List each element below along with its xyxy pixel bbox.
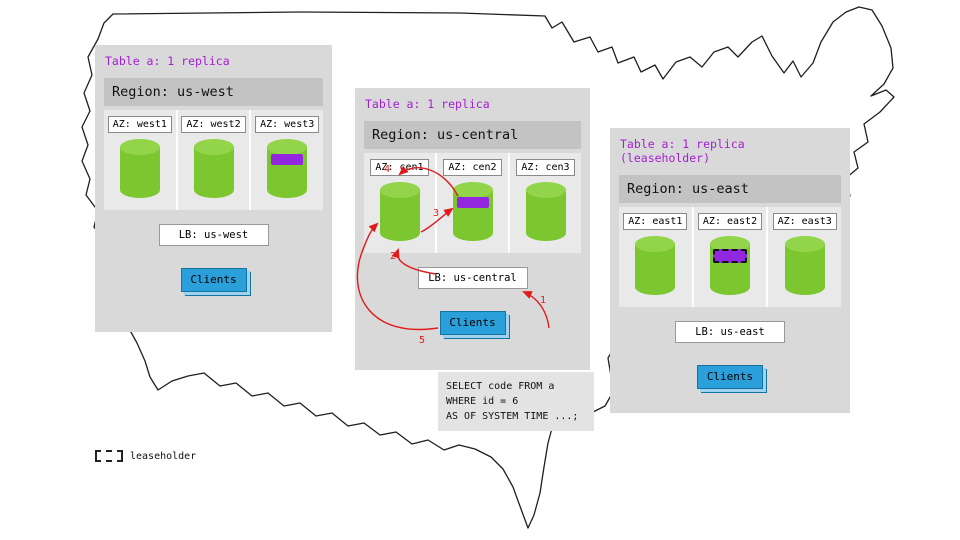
database-cylinder-west1 <box>118 138 162 200</box>
az-row-east: AZ: east1 AZ: east2 AZ: east3 <box>619 207 842 307</box>
database-cylinder-cen1 <box>378 181 422 243</box>
replica-range-badge-cen2 <box>456 197 489 208</box>
cylinder-icon <box>452 182 493 241</box>
clients-node-west: Clients <box>180 268 247 292</box>
sql-query-box: SELECT code FROM a WHERE id = 6 AS OF SY… <box>438 372 594 431</box>
load-balancer-west: LB: us-west <box>158 224 269 246</box>
az-column-east1: AZ: east1 <box>619 207 692 307</box>
az-column-west1: AZ: west1 <box>104 110 176 210</box>
cylinder-icon <box>710 236 750 295</box>
table-replica-label-west: Table a: 1 replica <box>105 54 230 68</box>
replica-range-badge-west3 <box>271 154 304 165</box>
az-label-east1: AZ: east1 <box>623 213 688 230</box>
load-balancer-central: LB: us-central <box>417 267 528 289</box>
database-cylinder-cen2 <box>451 181 495 243</box>
az-column-east3: AZ: east3 <box>768 207 842 307</box>
cylinder-icon <box>193 139 234 198</box>
az-column-west2: AZ: west2 <box>177 110 250 210</box>
az-label-cen1: AZ: cen1 <box>370 159 429 176</box>
cylinder-icon <box>267 139 308 198</box>
table-replica-label-central: Table a: 1 replica <box>365 97 490 111</box>
database-cylinder-east1 <box>633 235 677 297</box>
sql-line-2: WHERE id = 6 <box>446 396 519 407</box>
leaseholder-legend-swatch <box>95 450 123 462</box>
cylinder-icon <box>379 182 420 241</box>
az-label-west3: AZ: west3 <box>255 116 320 133</box>
database-cylinder-east2 <box>708 235 752 297</box>
legend: leaseholder <box>95 450 196 462</box>
az-label-west2: AZ: west2 <box>181 116 246 133</box>
region-label-west: Region: us-west <box>104 78 323 106</box>
az-label-cen2: AZ: cen2 <box>443 159 502 176</box>
az-row-west: AZ: west1 AZ: west2 AZ: west3 <box>104 110 324 210</box>
sql-line-3: AS OF SYSTEM TIME ...; <box>446 411 579 422</box>
sql-line-1: SELECT code FROM a <box>446 381 555 392</box>
cylinder-icon <box>119 139 160 198</box>
az-column-cen2: AZ: cen2 <box>437 153 508 253</box>
az-column-west3: AZ: west3 <box>251 110 324 210</box>
az-column-cen3: AZ: cen3 <box>510 153 581 253</box>
table-replica-label-east: Table a: 1 replica (leaseholder) <box>620 137 745 165</box>
region-panel-us-east: Table a: 1 replica (leaseholder) Region:… <box>610 128 850 413</box>
cylinder-icon <box>525 182 566 241</box>
load-balancer-east: LB: us-east <box>675 321 785 343</box>
az-label-west1: AZ: west1 <box>107 116 172 133</box>
region-label-central: Region: us-central <box>364 121 581 149</box>
cylinder-icon <box>635 236 676 295</box>
az-column-east2: AZ: east2 <box>693 207 767 307</box>
az-row-central: AZ: cen1 AZ: cen2 AZ: cen3 <box>364 153 581 253</box>
az-label-cen3: AZ: cen3 <box>516 159 575 176</box>
database-cylinder-cen3 <box>524 181 568 243</box>
region-label-east: Region: us-east <box>619 175 841 203</box>
az-label-east2: AZ: east2 <box>697 213 763 230</box>
az-column-cen1: AZ: cen1 <box>364 153 435 253</box>
database-cylinder-west2 <box>192 138 236 200</box>
leaseholder-range-badge-east2 <box>713 249 747 263</box>
clients-node-central: Clients <box>439 311 506 335</box>
database-cylinder-west3 <box>265 138 309 200</box>
leaseholder-legend-label: leaseholder <box>130 450 197 462</box>
cylinder-icon <box>784 236 825 295</box>
az-label-east3: AZ: east3 <box>772 213 837 230</box>
database-cylinder-east3 <box>783 235 827 297</box>
region-panel-us-central: Table a: 1 replica Region: us-central AZ… <box>355 88 590 370</box>
region-panel-us-west: Table a: 1 replica Region: us-west AZ: w… <box>95 45 332 332</box>
clients-node-east: Clients <box>697 365 763 389</box>
